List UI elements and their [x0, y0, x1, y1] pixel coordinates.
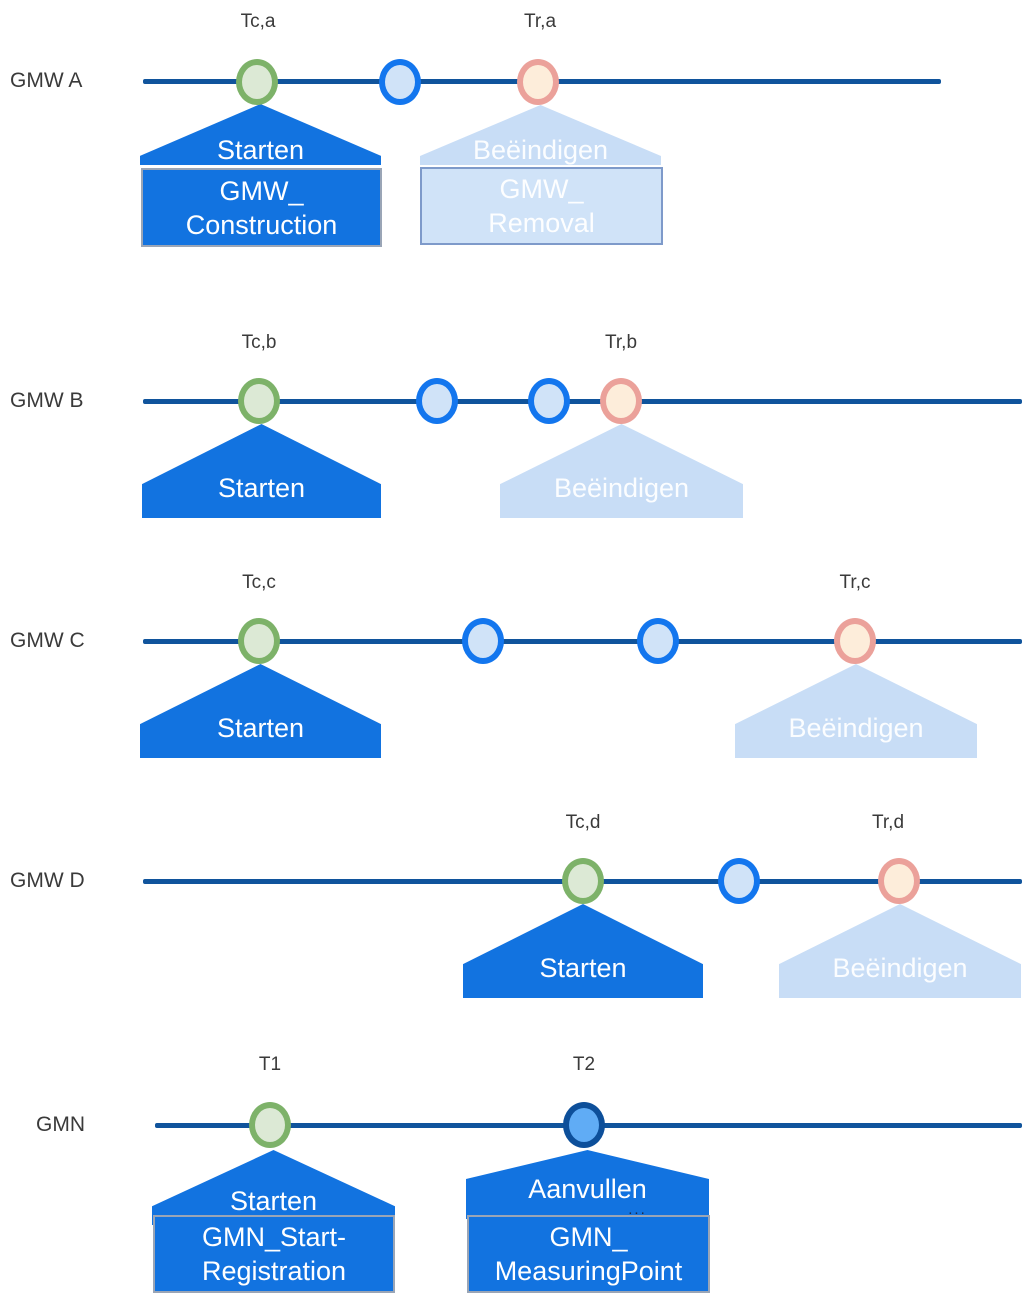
- event-box-gmw-removal: GMW_ Removal: [420, 167, 663, 245]
- action-label: Starten: [216, 135, 305, 165]
- action-label: Beëindigen: [832, 953, 968, 983]
- time-label-tra: Tr,a: [523, 11, 557, 32]
- event-box-line2: MeasuringPoint: [494, 1256, 683, 1286]
- event-box-line2: Removal: [488, 208, 595, 238]
- action-label: Starten: [217, 473, 306, 503]
- action-label: Beëindigen: [788, 713, 924, 743]
- time-label-tcb: Tc,b: [241, 332, 277, 353]
- time-label-trd: Tr,d: [871, 812, 905, 833]
- event-box-line1: GMW_: [499, 174, 584, 204]
- intermediate-event-circle: [416, 378, 458, 424]
- intermediate-event-circle: [528, 378, 570, 424]
- action-pentagon-start-d: Starten: [463, 904, 703, 998]
- action-pentagon-start-a: Starten: [140, 104, 381, 165]
- action-label: Starten: [229, 1186, 318, 1216]
- row-label-gmw-a: GMW A: [10, 69, 83, 92]
- event-box-gmn-measuringpoint: GMN_ MeasuringPoint: [467, 1215, 710, 1293]
- row-label-gmw-c: GMW C: [10, 629, 85, 652]
- action-pentagon-end-c: Beëindigen: [735, 664, 977, 758]
- event-box-line1: GMN_Start-: [201, 1222, 347, 1252]
- start-event-circle: [238, 618, 280, 664]
- action-label: Starten: [216, 713, 305, 743]
- action-pentagon-start-c: Starten: [140, 664, 381, 758]
- time-label-trb: Tr,b: [604, 332, 638, 353]
- action-pentagon-end-d: Beëindigen: [779, 904, 1021, 998]
- end-event-circle: [834, 618, 876, 664]
- start-event-circle: [249, 1102, 291, 1148]
- event-box-line1: GMW_: [219, 175, 304, 206]
- timeline-gmw-b: [143, 399, 1022, 404]
- start-event-circle: [562, 858, 604, 904]
- start-event-circle: [238, 378, 280, 424]
- row-label-gmw-d: GMW D: [10, 869, 85, 892]
- action-pentagon-end-b: Beëindigen: [500, 424, 743, 518]
- end-event-circle: [600, 378, 642, 424]
- row-label-gmn: GMN: [36, 1113, 85, 1136]
- time-label-t2: T2: [572, 1054, 596, 1075]
- time-label-tcc: Tc,c: [242, 572, 276, 593]
- time-label-tcd: Tc,d: [565, 812, 601, 833]
- event-box-gmw-construction: GMW_ Construction: [141, 168, 382, 247]
- intermediate-event-circle: [637, 618, 679, 664]
- event-box-line2: Construction: [185, 209, 338, 240]
- time-label-tca: Tc,a: [240, 11, 276, 32]
- action-pentagon-end-a: Beëindigen: [420, 105, 661, 165]
- time-label-trc: Tr,c: [839, 572, 871, 593]
- action-label: Aanvullen: [528, 1174, 647, 1204]
- action-label: Beëindigen: [472, 135, 609, 165]
- registration-event-circle: [563, 1102, 605, 1148]
- end-event-circle: [517, 59, 559, 105]
- action-pentagon-aanvullen-gmn: Aanvullen ...: [466, 1150, 709, 1219]
- end-event-circle: [878, 858, 920, 904]
- start-event-circle: [236, 59, 278, 105]
- action-pentagon-start-b: Starten: [142, 424, 381, 518]
- event-box-gmn-start-registration: GMN_Start- Registration: [153, 1215, 395, 1293]
- intermediate-event-circle: [379, 59, 421, 105]
- intermediate-event-circle: [462, 618, 504, 664]
- event-box-line1: GMN_: [549, 1222, 628, 1252]
- row-label-gmw-b: GMW B: [10, 389, 84, 412]
- ellipsis-label: ...: [628, 1201, 647, 1218]
- action-label: Beëindigen: [553, 473, 690, 503]
- timeline-gmw-c: [143, 639, 1022, 644]
- action-pentagon-start-gmn: Starten: [152, 1150, 395, 1225]
- action-label: Starten: [539, 953, 627, 983]
- intermediate-event-circle: [718, 858, 760, 904]
- time-label-t1: T1: [258, 1054, 282, 1075]
- event-box-line2: Registration: [201, 1256, 347, 1286]
